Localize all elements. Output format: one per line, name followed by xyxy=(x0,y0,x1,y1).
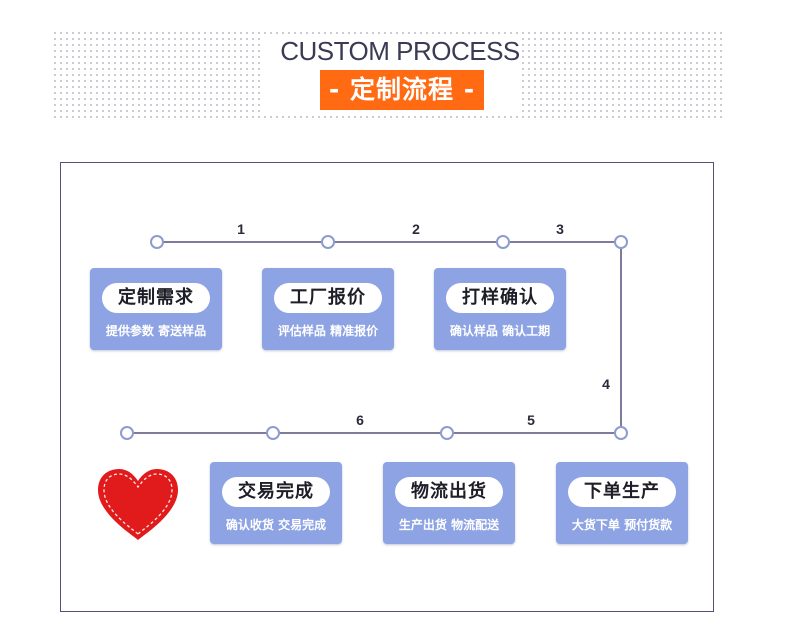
step-number-2: 2 xyxy=(412,221,420,237)
step-card-sample-confirmation: 打样确认 确认样品 确认工期 xyxy=(434,268,566,350)
step-card-title: 定制需求 xyxy=(102,283,210,313)
step-card-title: 交易完成 xyxy=(222,477,330,507)
step-card-logistics-shipping: 物流出货 生产出货 物流配送 xyxy=(383,462,515,544)
step-card-factory-quote: 工厂报价 评估样品 精准报价 xyxy=(262,268,394,350)
step-number-6: 6 xyxy=(356,412,364,428)
connector-line xyxy=(127,241,622,434)
step-number-5: 5 xyxy=(527,412,535,428)
path-node xyxy=(321,235,335,249)
step-number-4: 4 xyxy=(602,376,610,392)
step-card-subtitle: 确认样品 确认工期 xyxy=(449,324,551,338)
path-node xyxy=(614,426,628,440)
process-frame xyxy=(60,162,714,612)
step-card-title: 物流出货 xyxy=(395,477,503,507)
page-title-english: CUSTOM PROCESS xyxy=(280,36,520,66)
step-card-title: 工厂报价 xyxy=(274,283,382,313)
step-card-subtitle: 评估样品 精准报价 xyxy=(277,324,379,338)
step-card-order-production: 下单生产 大货下单 预付货款 xyxy=(556,462,688,544)
heart-icon xyxy=(98,469,178,540)
path-node xyxy=(496,235,510,249)
path-node xyxy=(120,426,134,440)
step-card-subtitle: 确认收货 交易完成 xyxy=(225,518,327,532)
path-node xyxy=(614,235,628,249)
step-card-subtitle: 生产出货 物流配送 xyxy=(398,518,500,532)
step-card-subtitle: 提供参数 寄送样品 xyxy=(105,324,207,338)
step-card-title: 下单生产 xyxy=(568,477,676,507)
step-card-transaction-complete: 交易完成 确认收货 交易完成 xyxy=(210,462,342,544)
step-card-subtitle: 大货下单 预付货款 xyxy=(571,518,673,532)
path-node xyxy=(150,235,164,249)
path-node xyxy=(440,426,454,440)
step-number-3: 3 xyxy=(556,221,564,237)
page-title-chinese-badge: - 定制流程 - xyxy=(320,70,484,110)
path-node xyxy=(266,426,280,440)
step-card-custom-requirements: 定制需求 提供参数 寄送样品 xyxy=(90,268,222,350)
step-number-1: 1 xyxy=(237,221,245,237)
step-card-title: 打样确认 xyxy=(446,283,554,313)
